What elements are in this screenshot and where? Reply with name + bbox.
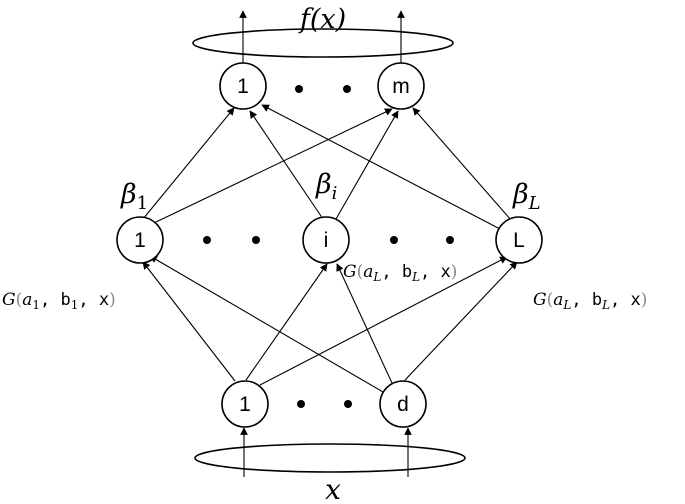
edge-hiddenL-outputm	[412, 107, 512, 221]
activation-a-sub: L	[562, 298, 571, 312]
ellipsis-dot	[343, 85, 351, 93]
edge-inputd-hiddenL	[404, 261, 518, 381]
weight-beta-i-base: β	[315, 169, 332, 200]
input-variable-label: x	[325, 473, 341, 504]
activation-a: a	[22, 290, 32, 310]
output-node-1	[219, 62, 267, 110]
edge-hiddenL-output1	[261, 104, 501, 230]
hidden-node-1-label: 1	[134, 229, 146, 252]
activation-label-last: G(aL, bL, x)	[533, 290, 647, 312]
edge-input1-hiddenL	[259, 256, 508, 386]
activation-a-sub: L	[372, 270, 381, 284]
output-node-1-label: 1	[237, 75, 249, 98]
edge-inputd-hiddeni	[336, 263, 393, 384]
activation-a: a	[553, 290, 563, 310]
output-bundle-ellipse	[192, 28, 454, 58]
hidden-node-1	[116, 216, 164, 264]
hidden-node-i-label: i	[324, 229, 329, 252]
weight-beta-L-base: β	[512, 179, 529, 210]
input-node-d-label: d	[397, 393, 409, 416]
edge-hidden1-outputm	[155, 108, 393, 223]
edge-input1-hiddeni	[245, 263, 328, 381]
output-layer: 1 m	[219, 62, 425, 110]
edge-inputd-hidden1	[149, 255, 384, 393]
weight-beta-L-sub: L	[528, 193, 541, 214]
weight-beta-i-sub: i	[332, 183, 338, 204]
weight-beta-1-sub: 1	[137, 193, 148, 214]
input-layer: 1 d	[221, 380, 427, 428]
output-function-label: f(x)	[298, 4, 346, 35]
activation-b-sub: L	[601, 298, 610, 312]
activation-fn: G	[343, 262, 357, 282]
hidden-node-L	[495, 216, 543, 264]
output-node-m	[377, 62, 425, 110]
weight-beta-L: βL	[512, 179, 541, 214]
output-node-m-label: m	[392, 75, 410, 98]
activation-x: x	[99, 290, 109, 310]
ellipsis-dot	[344, 400, 352, 408]
activation-b: b	[61, 290, 71, 310]
ellipsis-dot	[203, 236, 211, 244]
hidden-node-i	[302, 216, 350, 264]
activation-x: x	[631, 290, 641, 310]
ellipsis-dot	[390, 236, 398, 244]
input-node-1-label: 1	[239, 393, 251, 416]
activation-x: x	[441, 262, 451, 282]
input-node-1	[221, 380, 269, 428]
ellipsis-dot	[252, 236, 260, 244]
connections	[142, 10, 518, 477]
activation-b-sub: L	[411, 270, 420, 284]
hidden-layer: 1 i L	[116, 216, 543, 264]
ellipsis-dot	[297, 400, 305, 408]
input-bundle-ellipse	[194, 443, 466, 473]
edge-hiddeni-outputm	[335, 110, 399, 220]
activation-fn: G	[2, 290, 16, 310]
activation-b-sub: 1	[71, 298, 79, 312]
edge-input1-hidden1	[142, 261, 236, 382]
edge-hiddeni-output1	[249, 110, 324, 220]
input-node-d	[379, 380, 427, 428]
activation-b: b	[592, 290, 602, 310]
weight-beta-1-base: β	[120, 179, 137, 210]
ellipsis-dot	[446, 236, 454, 244]
activation-label-first: G(a1, b1, x)	[2, 290, 116, 312]
activation-b: b	[402, 262, 412, 282]
hidden-node-L-label: L	[513, 229, 525, 252]
edge-hidden1-output1	[142, 107, 235, 220]
activation-a-sub: 1	[32, 298, 40, 312]
weight-beta-1: β1	[120, 179, 148, 214]
weight-beta-i: βi	[315, 169, 337, 204]
activation-fn: G	[533, 290, 547, 310]
activation-a: a	[363, 262, 373, 282]
activation-label-middle: G(aL, bL, x)	[343, 262, 457, 284]
ellipsis-dot	[295, 85, 303, 93]
